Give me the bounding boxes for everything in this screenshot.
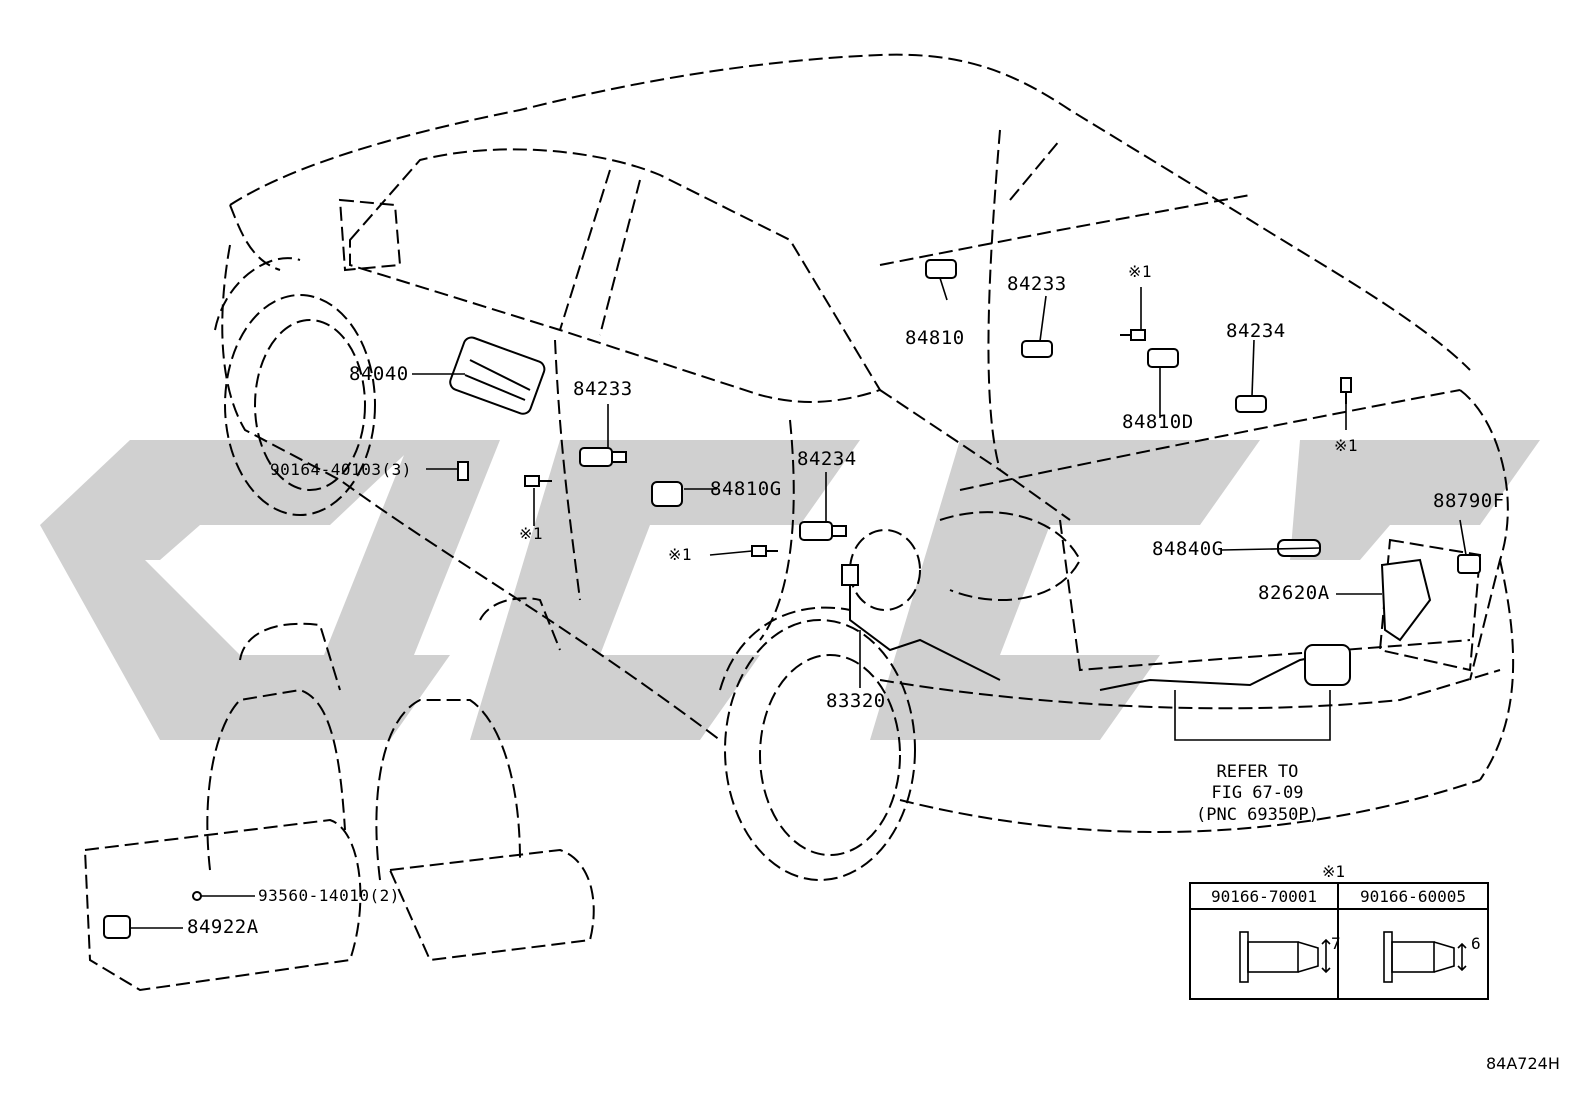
mark-1-left: ※1 [519,524,544,543]
label-88790F: 88790F [1433,490,1505,512]
refer-line-1: REFER TO [1216,762,1299,782]
legend-mark: ※1 [1322,862,1346,881]
refer-line-3: (PNC 69350P) [1196,804,1319,825]
screw-mid-mark1 [751,545,778,557]
screw-right-mark1 [1340,377,1352,404]
legend-col1-dim: 7 [1331,934,1342,953]
screw-90164 [457,461,469,481]
part-84233-switch-left [579,447,627,467]
label-90164-40103: 90164-40103(3) [270,460,412,479]
part-84234-switch-right [1235,395,1267,413]
car-body-outline [83,53,1515,992]
part-84810G-switch [651,481,683,507]
part-84810-switch [925,259,957,279]
legend-col1-part: 90166-70001 [1191,884,1337,910]
screw-top-mark1 [1120,329,1146,341]
part-84040-switch [449,336,546,415]
watermark-logo [40,440,1540,740]
parts [103,259,1481,939]
label-84810D: 84810D [1122,411,1194,433]
mark-1-mid: ※1 [668,545,693,564]
label-83320: 83320 [826,690,886,712]
legend-divider [1337,884,1339,998]
part-82620A-bracket [1380,558,1432,642]
part-84922A-switch [103,915,131,939]
wire-harness-83320 [841,564,1001,681]
label-84040: 84040 [349,363,409,385]
mark-1-right: ※1 [1334,436,1359,455]
label-84234-right: 84234 [1226,320,1286,342]
screw-left-mark1 [524,475,552,487]
diagram-code: 84A724H [1486,1054,1560,1073]
label-93560-14010: 93560-14010(2) [258,886,400,905]
part-84234-switch-mid [799,521,847,541]
label-84810: 84810 [905,327,965,349]
legend-table: 90166-70001 90166-60005 7 6 [1189,882,1489,1000]
screw-93560 [192,891,202,901]
label-84810G: 84810G [710,478,782,500]
part-84233-switch-top [1021,340,1053,358]
label-84840G: 84840G [1152,538,1224,560]
label-84234-mid: 84234 [797,448,857,470]
wire-harness-rear [1099,644,1351,691]
refer-to-note: REFER TO FIG 67-09 (PNC 69350P) [1196,762,1319,826]
leader-lines [130,277,1467,929]
mark-1-top: ※1 [1128,262,1153,281]
label-84922A: 84922A [187,916,259,938]
legend-col2-dim: 6 [1471,934,1482,953]
label-82620A: 82620A [1258,582,1330,604]
label-84233-top: 84233 [1007,273,1067,295]
refer-line-2: FIG 67-09 [1211,783,1304,804]
part-84810D-switch [1147,348,1179,368]
legend-bolt-drawings [1239,931,1467,983]
part-88790F-sensor [1457,554,1481,574]
legend-col2-part: 90166-60005 [1339,884,1487,910]
label-84233-left: 84233 [573,378,633,400]
